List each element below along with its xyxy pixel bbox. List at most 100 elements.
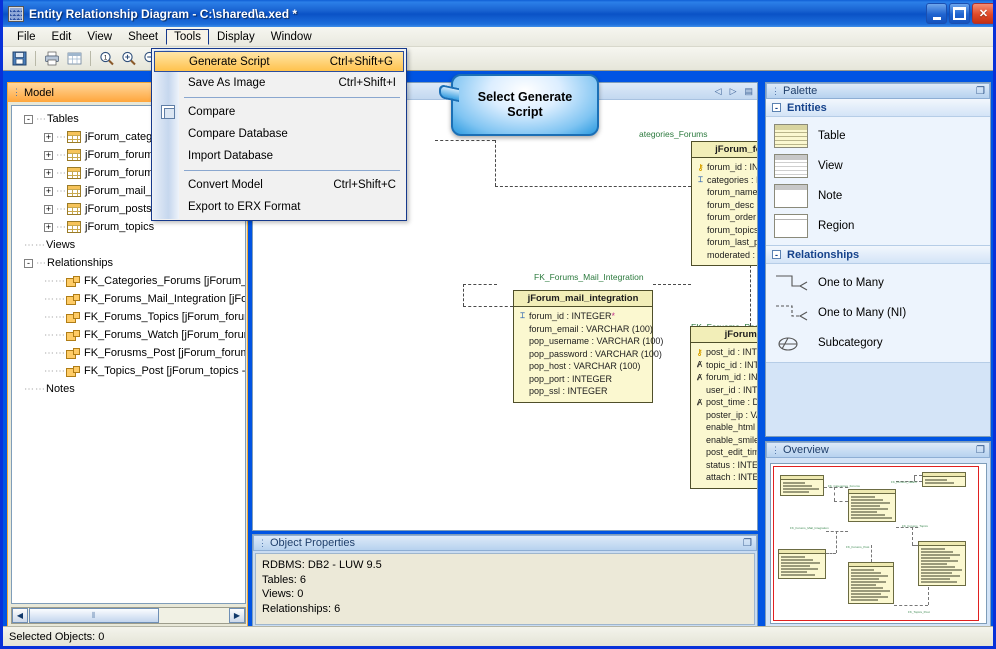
palette-item[interactable]: Table <box>766 121 990 151</box>
collapse-icon[interactable]: - <box>24 258 33 268</box>
drag-grip-icon[interactable]: ⋮ <box>771 85 780 96</box>
restore-icon[interactable]: ❐ <box>976 85 985 97</box>
expand-icon[interactable]: + <box>44 221 53 232</box>
erd-column-label: forum_last_post_id : INTEGER <box>707 237 757 248</box>
save-icon[interactable] <box>9 49 29 69</box>
scroll-left-icon[interactable]: ◀ <box>12 608 28 623</box>
collapse-icon[interactable]: - <box>24 114 33 124</box>
scroll-right-icon[interactable]: ▶ <box>229 608 245 623</box>
property-line: Tables: 6 <box>262 573 307 586</box>
expand-icon[interactable]: + <box>44 149 53 160</box>
restore-icon[interactable]: ❐ <box>976 444 985 456</box>
menu-file[interactable]: File <box>17 30 36 43</box>
drag-grip-icon[interactable]: ⋮ <box>771 444 780 455</box>
erd-table[interactable]: jForum_forums⚷forum_id : INTEGER⌶categor… <box>691 141 757 266</box>
erd-column: forum_email : VARCHAR (100) <box>517 323 653 336</box>
tree-node[interactable]: -⋯Relationships <box>16 254 243 272</box>
overview-table-header <box>919 542 965 546</box>
tree-node[interactable]: ⋯⋯FK_Forusms_Post [jForum_forums <box>16 344 245 362</box>
menu-edit[interactable]: Edit <box>51 30 72 43</box>
collapse-icon[interactable]: - <box>772 103 781 112</box>
tree-node[interactable]: ⋯⋯FK_Forums_Mail_Integration [jForum <box>16 290 245 308</box>
palette-item[interactable]: One to Many <box>766 268 990 298</box>
nav-list-icon[interactable]: ▤ <box>744 85 753 96</box>
tree-node-label: FK_Forums_Topics [jForum_forums <box>84 311 246 323</box>
menu-item-export-to-erx-format[interactable]: Export to ERX Format <box>152 196 406 218</box>
drag-grip-icon[interactable]: ⋮ <box>12 87 21 97</box>
tree-node[interactable]: +⋯jForum_posts <box>16 200 243 218</box>
palette-section-header[interactable]: -Entities <box>766 99 990 117</box>
menu-item-import-database[interactable]: Import Database <box>152 145 406 167</box>
print-icon[interactable] <box>42 49 62 69</box>
palette-item[interactable]: Region <box>766 211 990 241</box>
tree-node[interactable]: ⋯⋯Notes <box>16 380 243 398</box>
menu-window[interactable]: Window <box>270 30 312 43</box>
nav-prev-icon[interactable]: ◁ <box>714 85 722 96</box>
tree-node[interactable]: -⋯Tables <box>16 110 243 128</box>
primary-key-icon: ⚷ <box>697 162 704 172</box>
drag-grip-icon[interactable]: ⋮ <box>258 537 267 548</box>
menu-item-label: Convert Model <box>188 179 263 191</box>
close-button[interactable]: ✕ <box>972 3 993 24</box>
menu-sheet[interactable]: Sheet <box>128 30 159 43</box>
erd-column-label: topic_id : INTEGER <box>706 359 758 370</box>
overview-line <box>912 545 918 546</box>
menu-display[interactable]: Display <box>217 30 255 43</box>
erd-column: post_edit_time : TIMESTAMP <box>694 446 757 459</box>
tree-node[interactable]: +⋯jForum_topics <box>16 218 243 236</box>
menu-item-shortcut: Ctrl+Shift+G <box>329 55 393 68</box>
collapse-icon[interactable]: - <box>772 250 781 259</box>
palette-item[interactable]: One to Many (NI) <box>766 298 990 328</box>
expand-icon[interactable]: + <box>44 167 53 178</box>
palette-item-label: Table <box>818 130 846 142</box>
erd-column-label: user_id : INTEGER <box>706 384 758 395</box>
tree-node[interactable]: ⋯⋯FK_Forums_Topics [jForum_forums <box>16 308 246 326</box>
palette-item[interactable]: Subcategory <box>766 328 990 358</box>
expand-icon[interactable]: + <box>44 131 53 142</box>
erd-column: ⌶forum_id : INTEGER* <box>517 310 648 323</box>
zoom-in-icon[interactable] <box>119 49 139 69</box>
restore-icon[interactable]: ❐ <box>743 537 752 549</box>
menu-item-compare[interactable]: Compare <box>152 101 406 123</box>
nav-next-icon[interactable]: ▷ <box>729 85 737 96</box>
model-tree[interactable]: -⋯Tables+⋯jForum_categories+⋯jForum_foru… <box>11 105 246 604</box>
palette-section-header[interactable]: -Relationships <box>766 246 990 264</box>
overview-line <box>871 545 872 562</box>
tree-node[interactable]: ⋯⋯FK_Topics_Post [jForum_topics - jF <box>16 362 245 380</box>
property-line: RDBMS: DB2 - LUW 9.5 <box>262 559 382 571</box>
expand-icon[interactable]: + <box>44 203 53 214</box>
scroll-thumb[interactable]: ⦀ <box>29 608 159 623</box>
menu-tools[interactable]: Tools <box>166 28 209 45</box>
relationship-line <box>463 284 497 285</box>
expand-icon[interactable]: + <box>44 185 53 196</box>
grid-icon[interactable] <box>64 49 84 69</box>
menu-view[interactable]: View <box>87 30 113 43</box>
overview-line <box>826 531 848 532</box>
menu-item-compare-database[interactable]: Compare Database <box>152 123 406 145</box>
tree-node[interactable]: ⋯⋯FK_Categories_Forums [jForum_categorie… <box>16 272 245 290</box>
tree-node[interactable]: ⋯⋯FK_Forums_Watch [jForum_forums <box>16 326 245 344</box>
zoom-actual-icon[interactable]: 1 <box>97 49 117 69</box>
erd-table[interactable]: jForum_mail_integration⌶forum_id : INTEG… <box>513 290 663 403</box>
erd-table[interactable]: jForum_posts⚷post_id : INTEGER*Ⱥtopic_id… <box>690 326 758 489</box>
model-tree-hscrollbar[interactable]: ◀ ⦀ ▶ <box>11 607 246 624</box>
tree-connector: ⋯ <box>55 329 65 341</box>
relationship-label: FK_Forums_Mail_Integration <box>534 272 644 282</box>
overview-table <box>778 549 826 579</box>
minimize-button[interactable] <box>926 3 947 24</box>
erd-column-label: pop_ssl : INTEGER <box>529 386 608 397</box>
erd-column: pop_password : VARCHAR (100) <box>517 348 662 361</box>
tree-node[interactable]: +⋯jForum_forums <box>16 146 243 164</box>
maximize-button[interactable] <box>949 3 970 24</box>
tree-node[interactable]: ⋯⋯Views <box>16 236 243 254</box>
palette-item[interactable]: View <box>766 151 990 181</box>
tree-node-label: FK_Forums_Mail_Integration [jForum <box>84 293 245 305</box>
menu-gutter <box>153 50 179 219</box>
palette-item[interactable]: Note <box>766 181 990 211</box>
